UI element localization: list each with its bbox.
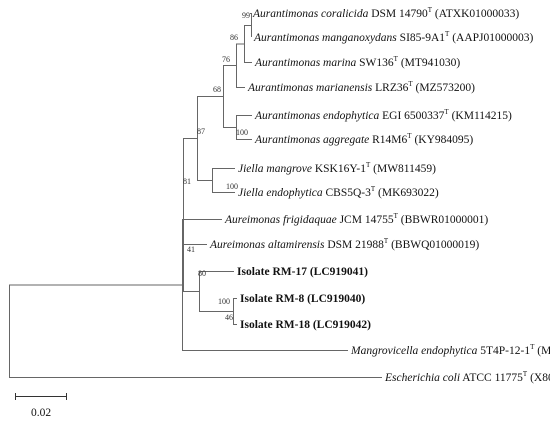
accession-number: (MZ573200) — [413, 82, 475, 94]
isolate-label: Isolate RM-8 (LC919040) — [240, 293, 365, 305]
isolate-name: Isolate RM-8 (LC919040) — [240, 293, 365, 305]
species-name: Mangrovicella endophytica — [350, 345, 478, 357]
accession-number: (BBWR01000001) — [398, 214, 489, 226]
taxon-label: Aurantimonas manganoxydans SI85-9A1T (AA… — [253, 30, 534, 44]
bootstrap-value: 100 — [226, 182, 238, 191]
taxon-label: Aurantimonas marina SW136T (MT941030) — [254, 55, 460, 69]
strain-name: SW136 — [356, 57, 394, 69]
species-name: Jiella endophytica — [238, 187, 323, 199]
strain-name: LRZ36 — [372, 82, 408, 94]
bootstrap-value: 81 — [183, 177, 191, 186]
bootstrap-values: 99 86 76 68 100 87 100 81 41 80 100 46 — [183, 11, 250, 322]
accession-number: (MG065697) — [534, 345, 550, 357]
accession-number: (MT941030) — [398, 57, 460, 69]
type-strain-marker: T — [394, 55, 399, 63]
species-name: Aurantimonas marianensis — [247, 82, 373, 94]
tree-labels: Aurantimonas coralicida DSM 14790T (ATXK… — [209, 6, 550, 384]
bootstrap-value: 99 — [242, 11, 250, 20]
strain-name: ATCC 11775 — [460, 372, 523, 384]
accession-number: (BBWQ01000019) — [388, 239, 479, 251]
taxon-label: Aurantimonas endophytica EGI 6500337T (K… — [254, 108, 512, 122]
strain-name: DSM 14790 — [368, 8, 428, 20]
type-strain-marker: T — [371, 185, 376, 193]
accession-number: (KM114215) — [449, 110, 512, 122]
species-name: Aurantimonas manganoxydans — [253, 32, 397, 44]
bootstrap-value: 68 — [213, 85, 221, 94]
bootstrap-value: 86 — [230, 33, 238, 42]
bootstrap-value: 76 — [222, 55, 230, 64]
type-strain-marker: T — [366, 161, 371, 169]
scale-bar: 0.02 — [15, 393, 67, 419]
accession-number: (KY984095) — [412, 134, 474, 146]
species-name: Aurantimonas marina — [254, 57, 357, 69]
type-strain-marker: T — [445, 30, 450, 38]
taxon-label: Aurantimonas coralicida DSM 14790T (ATXK… — [252, 6, 519, 20]
species-name: Aurantimonas endophytica — [254, 110, 379, 122]
accession-number: (AAPJ01000003) — [449, 32, 533, 44]
species-name: Aureimonas frigidaquae — [224, 214, 337, 226]
bootstrap-value: 41 — [187, 245, 195, 254]
accession-number: (MK693022) — [375, 187, 439, 199]
species-name: Jiella mangrove — [238, 163, 312, 175]
strain-name: CBS5Q-3 — [323, 187, 371, 199]
bootstrap-value: 46 — [225, 313, 233, 322]
scale-bar-label: 0.02 — [31, 407, 51, 419]
type-strain-marker: T — [408, 80, 413, 88]
strain-name: DSM 21988 — [324, 239, 384, 251]
bootstrap-value: 100 — [218, 297, 230, 306]
type-strain-marker: T — [444, 108, 449, 116]
type-strain-marker: T — [428, 6, 433, 14]
taxon-label: Mangrovicella endophytica 5T4P-12-1T (MG… — [350, 343, 550, 357]
type-strain-marker: T — [523, 370, 528, 378]
strain-name: JCM 14755 — [337, 214, 394, 226]
species-name: Escherichia coli — [384, 372, 460, 384]
taxon-label: Jiella endophytica CBS5Q-3T (MK693022) — [238, 185, 439, 199]
isolate-label: Isolate RM-17 (LC919041) — [237, 266, 368, 278]
type-strain-marker: T — [530, 343, 535, 351]
strain-name: 5T4P-12-1 — [477, 345, 530, 357]
type-strain-marker: T — [407, 132, 412, 140]
isolate-label: Isolate RM-18 (LC919042) — [240, 319, 371, 331]
taxon-label: Aureimonas frigidaquae JCM 14755T (BBWR0… — [224, 212, 488, 226]
type-strain-marker: T — [394, 212, 399, 220]
taxon-label: Aurantimonas marianensis LRZ36T (MZ57320… — [247, 80, 475, 94]
species-name: Aurantimonas aggregate — [254, 134, 369, 146]
species-name: Aurantimonas coralicida — [252, 8, 369, 20]
strain-name: EGI 6500337 — [379, 110, 444, 122]
bootstrap-value: 100 — [236, 128, 248, 137]
isolate-name: Isolate RM-18 (LC919042) — [240, 319, 371, 331]
strain-name: SI85-9A1 — [397, 32, 445, 44]
type-strain-marker: T — [384, 237, 389, 245]
taxon-label: Aureimonas altamirensis DSM 21988T (BBWQ… — [209, 237, 479, 251]
strain-name: KSK16Y-1 — [312, 163, 366, 175]
tree-branches — [9, 13, 382, 378]
bootstrap-value: 80 — [198, 269, 206, 278]
isolate-name: Isolate RM-17 (LC919041) — [237, 266, 368, 278]
bootstrap-value: 87 — [197, 127, 205, 136]
taxon-label: Aurantimonas aggregate R14M6T (KY984095) — [254, 132, 473, 146]
accession-number: (MW811459) — [370, 163, 436, 175]
accession-number: (ATXK01000033) — [432, 8, 519, 20]
strain-name: R14M6 — [369, 134, 407, 146]
species-name: Aureimonas altamirensis — [209, 239, 325, 251]
taxon-label: Escherichia coli ATCC 11775T (X80725) — [384, 370, 550, 384]
taxon-label: Jiella mangrove KSK16Y-1T (MW811459) — [238, 161, 436, 175]
accession-number: (X80725) — [527, 372, 550, 384]
